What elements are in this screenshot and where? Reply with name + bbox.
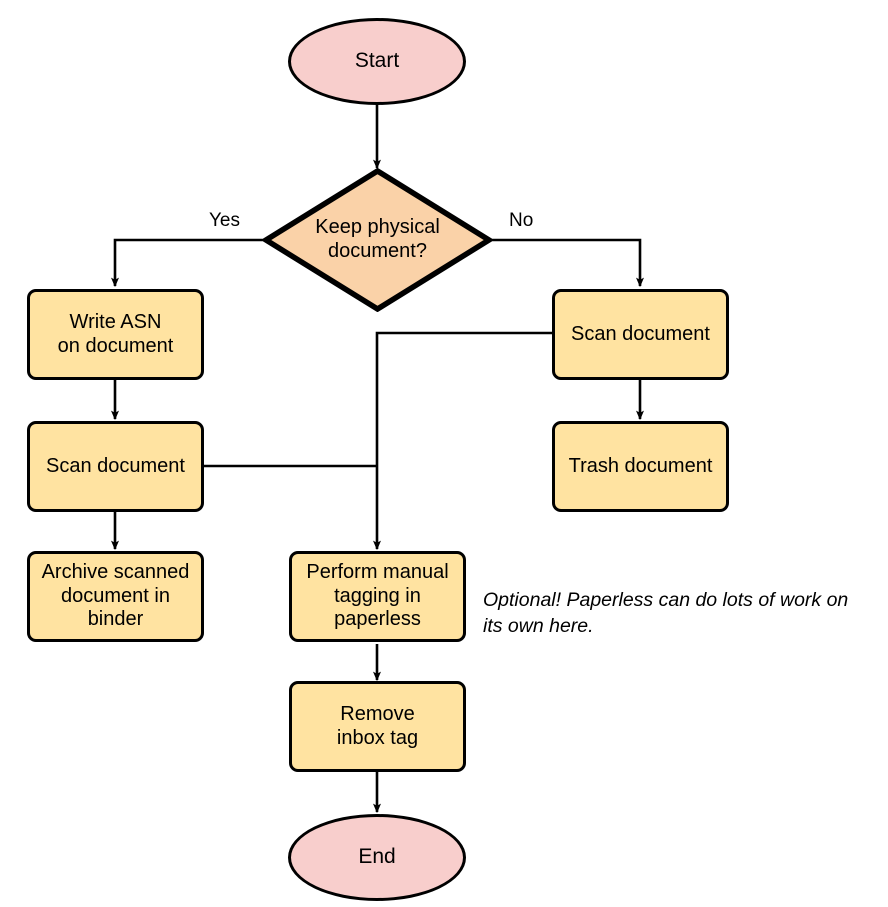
node-trash-document-label: Trash document: [568, 454, 713, 477]
node-archive-scanned-document-label: Archive scanned document in binder: [41, 561, 190, 631]
edge-decision-no-to-scan-right: [490, 238, 644, 288]
edge-decision-yes-to-write-asn: [111, 238, 265, 288]
node-end[interactable]: End: [288, 814, 466, 901]
node-remove-inbox-tag[interactable]: Remove inbox tag: [289, 681, 466, 772]
node-start-label: Start: [354, 49, 400, 73]
node-start[interactable]: Start: [288, 18, 466, 105]
node-trash-document[interactable]: Trash document: [552, 421, 729, 512]
node-write-asn-on-document[interactable]: Write ASN on document: [27, 289, 204, 380]
decision-diamond-shape: [263, 168, 492, 312]
node-write-asn-on-document-label: Write ASN on document: [57, 310, 174, 357]
node-scan-document-right[interactable]: Scan document: [552, 289, 729, 380]
edge-label-yes: Yes: [209, 210, 240, 231]
node-perform-manual-tagging[interactable]: Perform manual tagging in paperless: [289, 551, 466, 642]
edge-label-no: No: [509, 210, 534, 231]
node-archive-scanned-document[interactable]: Archive scanned document in binder: [27, 551, 204, 642]
node-scan-document-right-label: Scan document: [571, 322, 710, 345]
annotation-optional-note: Optional! Paperless can do lots of work …: [483, 589, 849, 637]
node-keep-physical-document-label: Keep physical document?: [315, 216, 440, 262]
node-keep-physical-document[interactable]: Keep physical document?: [263, 168, 492, 312]
node-end-label: End: [358, 845, 396, 869]
node-scan-document-left-label: Scan document: [46, 454, 185, 477]
node-scan-document-left[interactable]: Scan document: [27, 421, 204, 512]
node-remove-inbox-tag-label: Remove inbox tag: [336, 702, 419, 749]
node-perform-manual-tagging-label: Perform manual tagging in paperless: [306, 561, 449, 631]
edge-scan-right-to-tagging: [373, 331, 552, 551]
